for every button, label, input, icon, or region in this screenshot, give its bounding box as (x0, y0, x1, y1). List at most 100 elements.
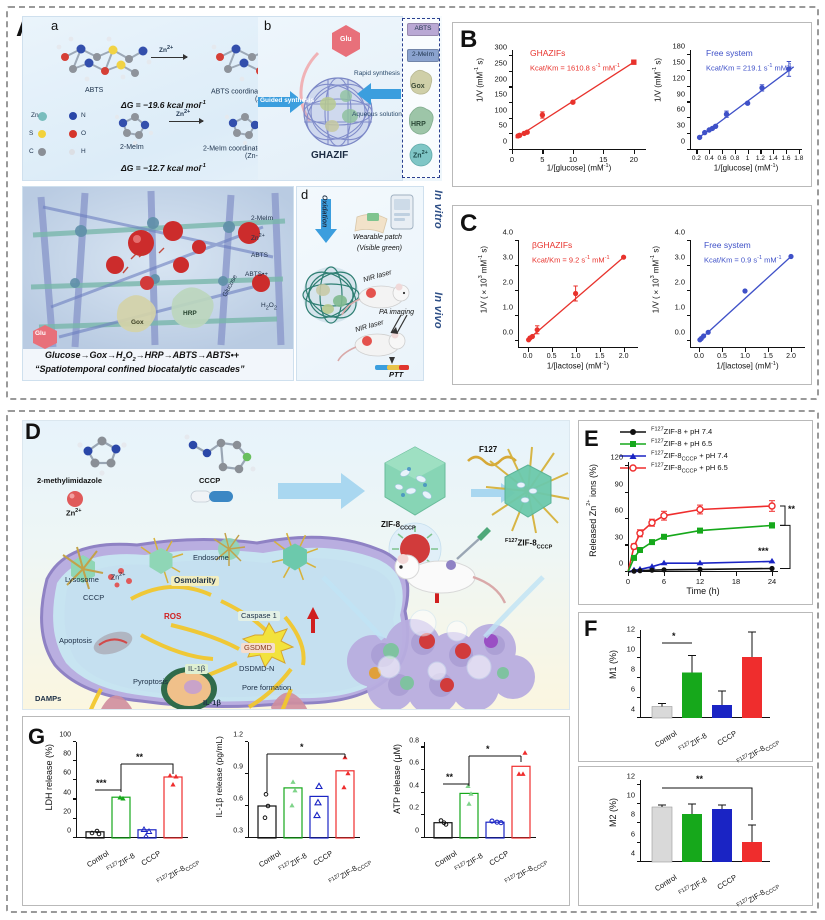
g2-sig: * (300, 742, 304, 752)
panel-c-letter: C (460, 210, 478, 237)
f1-ytick-8: 8 (630, 664, 635, 674)
label-gsdmd: GSDMD (241, 643, 275, 653)
f2-ytick-4: 4 (630, 848, 635, 858)
label-zn-cell: Zn2+ (111, 572, 126, 582)
label-il1b-cell: IL-1β (185, 664, 209, 674)
atom-legend-c: C (29, 148, 34, 155)
label-f127: F127 (479, 445, 498, 454)
g3-ylabel: ATP release (μM) (392, 744, 402, 814)
b2-xtick-14: 1.4 (769, 155, 778, 162)
chart-g-il1b: 0.3 0.6 0.9 1.2 * IL-1β release (pg/mL) (214, 732, 373, 885)
c1-ytick-10: 1.0 (502, 302, 513, 312)
c2-data (697, 253, 794, 343)
legend-chip-zn: Zn2+ (413, 150, 428, 160)
b1-xtick-20: 20 (630, 155, 638, 164)
f1-bars (651, 631, 762, 719)
panel-a-sub-c: c (22, 186, 294, 381)
b2-ytick-30: 30 (676, 120, 685, 130)
c2-ylabel: 1/V (×103 mM-1 s) (650, 246, 661, 314)
chart-g-ldh: 0 20 40 60 80 100 *** ** (44, 732, 201, 885)
c1-annotation: Kcat/Km = 9.2 s-1 mM-1 (532, 255, 610, 265)
2meim-zn-sub-label: (Zn-N) (245, 153, 266, 160)
b2-xtick-10: 1 (746, 155, 750, 162)
b1-title: GHAZIFs (530, 48, 566, 58)
c1-title: βGHAZIFs (532, 240, 573, 250)
b2-ytick-180: 180 (672, 41, 685, 51)
panel-f-letter: F (584, 616, 598, 641)
c2-annotation: Kcat/Km = 0.9 s-1 mM-1 (704, 255, 782, 265)
b1-ytick-150: 150 (494, 89, 507, 99)
panel-e-frame (578, 420, 813, 605)
b2-annotation: Kcat/Km = 219.1 s-1 mM-1 (706, 63, 792, 73)
b2-ylabel: 1/V (mM-1 s) (652, 58, 663, 103)
legend-chip-2meim: 2-MeIm (407, 49, 439, 62)
chart-g-atp: 0 0.2 0.4 0.6 0.8 (392, 737, 549, 884)
top-block-frame (6, 6, 819, 400)
c2-ytick-30: 3.0 (674, 252, 685, 262)
b1-xtick-5: 5 (540, 155, 544, 164)
atom-legend: Zn N S O C H (29, 110, 103, 162)
label-zn-c: Zn2+ (251, 233, 265, 243)
panel-c-frame (452, 205, 812, 385)
b1-xtick-10: 10 (569, 155, 577, 164)
c2-xtick-15: 1.5 (763, 353, 773, 360)
e-xtick-6: 6 (662, 577, 666, 586)
panel-e-letter: E (584, 426, 599, 451)
f2-ytick-10: 10 (626, 790, 635, 800)
g2-ytick-12: 1.2 (233, 731, 243, 739)
glu-label: Glu (340, 36, 352, 43)
label-lysosome: Lysosome (65, 575, 99, 584)
reaction-arrow-2 (169, 118, 204, 124)
panel-g-frame (22, 716, 570, 906)
c2-xtick-20: 2.0 (786, 353, 796, 360)
b2-ytick-0: 0 (680, 136, 685, 146)
oxidation-label: Oxidation (320, 195, 328, 228)
c1-ytick-20: 2.0 (502, 277, 513, 287)
b2-ytick-120: 120 (672, 73, 685, 83)
g1-sig-1: *** (96, 778, 107, 788)
e-ytick-90: 90 (614, 479, 623, 489)
label-zn2plus: Zn2+ (66, 508, 82, 518)
c2-title: Free system (704, 240, 751, 250)
f2-bars (651, 787, 762, 863)
b1-ytick-50: 50 (498, 120, 507, 130)
label-dsdmd-n: DSDMD-N (239, 664, 275, 673)
f1-ytick-12: 12 (626, 624, 635, 634)
b2-ytick-90: 90 (676, 89, 685, 99)
c1-ytick-40: 4.0 (502, 227, 513, 237)
label-pore-formation: Pore formation (242, 683, 292, 692)
label-il1b-bottom: IL-1β (203, 698, 221, 707)
sublabel-a: a (51, 18, 59, 33)
delta-g-1: ΔG = −19.6 kcal mol-1 (121, 100, 206, 110)
g3-ytick-04: 0.4 (409, 782, 419, 790)
atom-legend-s: S (29, 130, 34, 137)
c2-xtick-05: 0.5 (717, 353, 727, 360)
g1-ytick-0: 0 (67, 827, 71, 835)
label-abts-radical-c: ABTS•+ (245, 271, 269, 278)
legend-blob-shapes (409, 69, 434, 167)
b2-xtick-16: 1.6 (781, 155, 790, 162)
e-ytick-0: 0 (618, 558, 623, 568)
ghazif-graphic (299, 25, 373, 147)
b1-annotation: Kcat/Km = 1610.8 s-1 mM-1 (530, 63, 621, 73)
g1-ylabel: LDH release (%) (44, 744, 54, 811)
visible-green-label: (Visible green) (357, 245, 403, 252)
label-hrp-c: HRP (183, 310, 197, 317)
g3-ytick-06: 0.6 (409, 759, 419, 767)
ghazif-label: GHAZIF (311, 150, 349, 161)
e-ytick-60: 60 (614, 505, 623, 515)
f2-sig: ** (696, 774, 704, 784)
chart-f-m2: 4 6 8 10 12 ** M2 (%) Control F127ZIF-8 … (608, 771, 781, 908)
g1-ytick-20: 20 (63, 808, 71, 816)
c1-xtick-10: 1.0 (571, 353, 581, 360)
label-zif8-cccp: ZIF-8CCCP (381, 520, 416, 532)
chart-e-release: 0 30 60 90 120 0 6 12 18 24 (586, 453, 795, 596)
pa-imaging-label: PA imaging (379, 309, 415, 316)
label-f127-zif8-cccp: F127ZIF-8CCCP (505, 538, 553, 551)
b2-xtick-08: 0.8 (730, 155, 739, 162)
panel-a-sub-d: d (296, 186, 424, 381)
c1-xlabel: 1/[lactose] (mM-1) (546, 361, 610, 371)
b2-ytick-150: 150 (672, 57, 685, 67)
label-2meim-c: 2-MeIm (251, 215, 274, 222)
e-xlabel: Time (h) (686, 586, 720, 596)
